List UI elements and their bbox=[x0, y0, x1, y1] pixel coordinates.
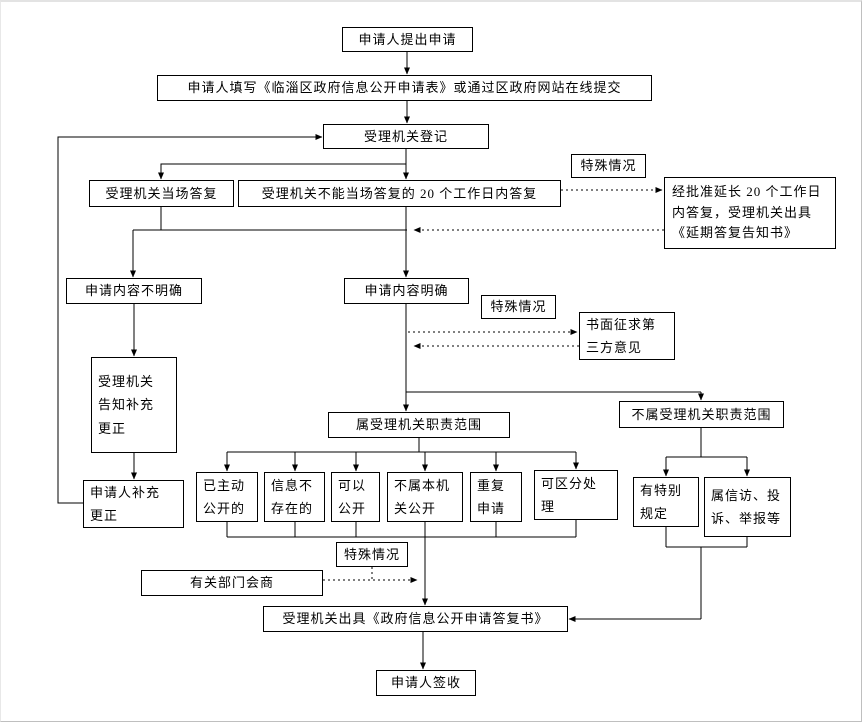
node-notify-supplement: 受理机关 告知补充 更正 bbox=[91, 357, 177, 453]
node-sign: 申请人签收 bbox=[376, 670, 476, 696]
node-extend-reply: 经批准延长 20 个工作日 内答复，受理机关出具 《延期答复告知书》 bbox=[664, 177, 836, 249]
node-third-party: 书面征求第 三方意见 bbox=[579, 312, 675, 360]
node-out-scope: 不属受理机关职责范围 bbox=[619, 401, 784, 428]
node-content-clear: 申请内容明确 bbox=[344, 278, 469, 304]
node-apply: 申请人提出申请 bbox=[342, 27, 473, 52]
dotted-connectors bbox=[323, 187, 664, 583]
node-consult: 有关部门会商 bbox=[141, 570, 323, 596]
node-register: 受理机关登记 bbox=[323, 124, 489, 149]
node-special-case-3: 特殊情况 bbox=[336, 542, 408, 567]
node-repeat-apply: 重复 申请 bbox=[470, 472, 522, 522]
node-onsite-reply: 受理机关当场答复 bbox=[89, 180, 234, 207]
node-reply-20days: 受理机关不能当场答复的 20 个工作日内答复 bbox=[238, 180, 561, 207]
node-in-scope: 属受理机关职责范围 bbox=[328, 412, 510, 438]
node-already-public: 已主动 公开的 bbox=[196, 472, 258, 522]
solid-connectors bbox=[57, 52, 750, 670]
node-fill-form: 申请人填写《临淄区政府信息公开申请表》或通过区政府网站在线提交 bbox=[157, 75, 652, 101]
node-supplement: 申请人补充 更正 bbox=[83, 480, 184, 528]
node-reply-doc: 受理机关出具《政府信息公开申请答复书》 bbox=[263, 606, 568, 632]
node-special-rule: 有特别 规定 bbox=[633, 477, 699, 527]
node-special-case-2: 特殊情况 bbox=[481, 295, 556, 319]
node-distinguish: 可区分处 理 bbox=[534, 470, 618, 520]
node-not-this-org: 不属本机 关公开 bbox=[387, 472, 463, 522]
node-can-public: 可以 公开 bbox=[331, 472, 380, 522]
node-content-unclear: 申请内容不明确 bbox=[66, 278, 202, 304]
node-info-not-exist: 信息不 存在的 bbox=[264, 472, 325, 522]
node-petition: 属信访、投 诉、举报等 bbox=[704, 477, 791, 537]
node-special-case-1: 特殊情况 bbox=[571, 154, 646, 178]
